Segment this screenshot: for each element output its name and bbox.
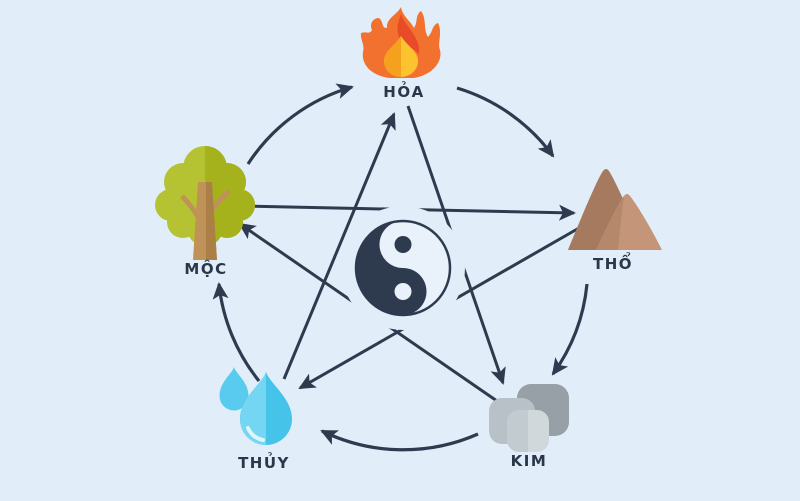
label-metal: KIM xyxy=(511,452,548,470)
arrow-water-to-wood xyxy=(212,282,261,383)
flame-icon xyxy=(360,7,441,78)
label-water: THỦY xyxy=(238,451,290,472)
label-wood: MỘC xyxy=(184,258,227,278)
label-fire: HỎA xyxy=(383,80,424,101)
generating-cycle-arrows xyxy=(212,83,589,452)
arrow-metal-to-water xyxy=(320,429,479,452)
arrow-earth-to-metal xyxy=(551,283,589,376)
mountain-icon xyxy=(568,169,662,250)
label-earth: THỔ xyxy=(593,251,633,273)
arrow-wood-to-fire xyxy=(246,83,354,165)
arrow-fire-to-earth xyxy=(456,86,555,158)
tree-icon xyxy=(155,146,255,260)
metal-stones-icon xyxy=(489,384,569,452)
yin-yang-icon xyxy=(341,206,465,330)
arrow-water-to-fire xyxy=(282,112,396,380)
water-drops-icon xyxy=(219,367,292,445)
